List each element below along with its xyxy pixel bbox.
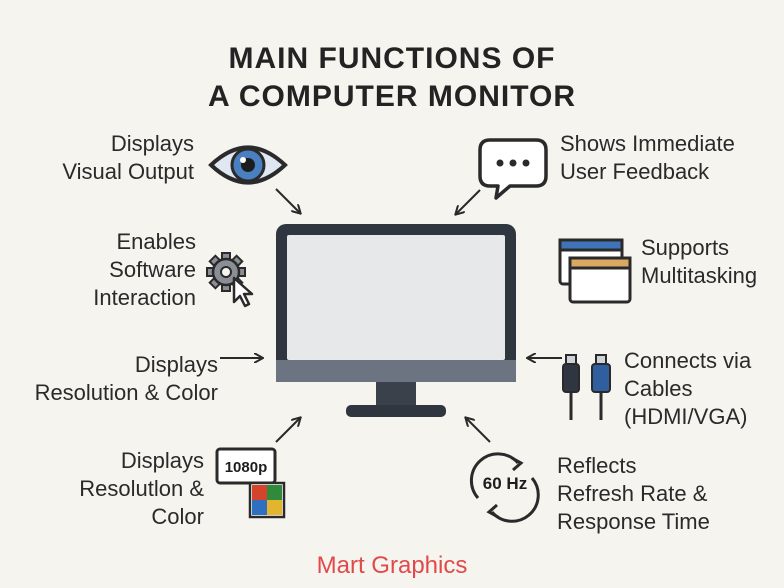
resolution-badge-label: 1080p xyxy=(225,459,268,476)
label-user-feedback: Shows Immediate User Feedback xyxy=(560,131,735,184)
title-line-1: MAIN FUNCTIONS OF xyxy=(228,42,556,75)
footer-credit: Mart Graphics xyxy=(316,552,468,579)
arrow-resolution-badge xyxy=(275,418,300,443)
monitor-icon xyxy=(276,224,516,417)
resolution-badge-icon: 1080p xyxy=(215,447,286,519)
gear-cursor-icon xyxy=(206,252,254,308)
cable-icon xyxy=(562,354,611,420)
arrow-user-feedback xyxy=(456,189,481,214)
arrow-visual-output xyxy=(275,188,300,213)
label-visual-output: Displays Visual Output xyxy=(62,131,194,184)
label-resolution-color: Displays Resolution & Color xyxy=(34,352,218,405)
windows-icon xyxy=(558,238,632,304)
title-line-2: A COMPUTER MONITOR xyxy=(208,80,576,113)
label-multitasking: Supports Multitasking xyxy=(641,235,758,288)
eye-icon xyxy=(208,145,288,185)
refresh-rate-label: 60 Hz xyxy=(483,474,527,493)
label-software-interaction: Enables Software Interaction xyxy=(93,229,196,310)
label-refresh-rate: Reflects Refresh Rate & Response Time xyxy=(557,453,710,534)
page-title: MAIN FUNCTIONS OF A COMPUTER MONITOR xyxy=(0,40,784,116)
arrow-refresh-rate xyxy=(466,418,491,443)
pointer-arrows xyxy=(220,188,562,443)
label-resolution-color-2: Displays Resolutlon & Color xyxy=(79,448,204,529)
refresh-icon: 60 Hz xyxy=(469,452,540,523)
label-cables: Connects via Cables (HDMI/VGA) xyxy=(624,348,752,429)
speech-bubble-icon xyxy=(478,138,548,200)
